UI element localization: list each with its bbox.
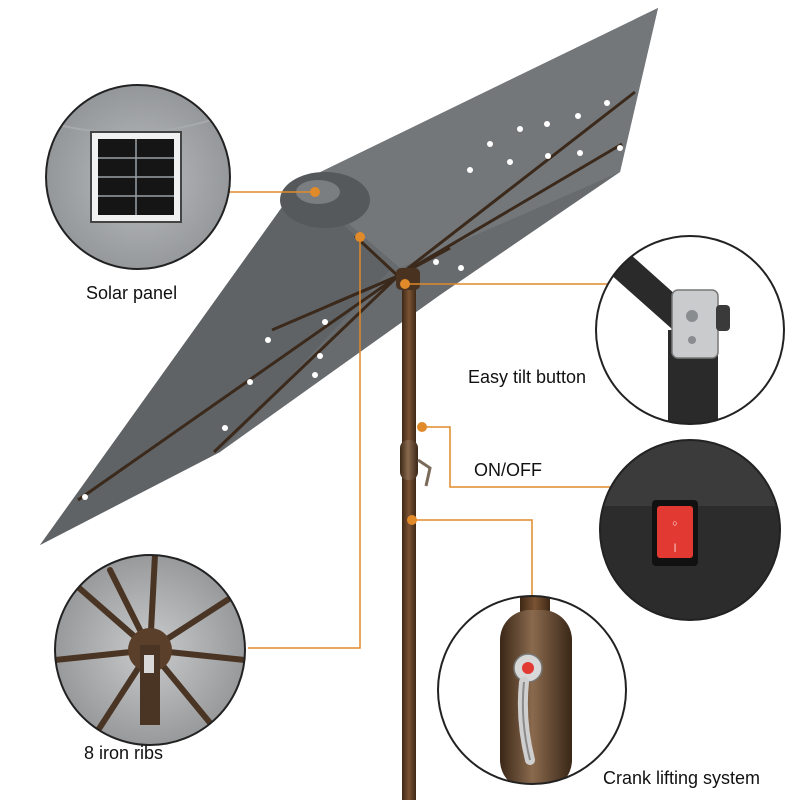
crank-inset [437,595,627,785]
ribs-inset [54,554,246,746]
tilt-button-inset [595,235,785,425]
crank-handle-icon [513,653,543,765]
svg-text:○: ○ [672,518,677,528]
ribs-label: 8 iron ribs [84,743,164,763]
solar-panel-label: Solar panel [86,283,178,303]
svg-text:|: | [674,542,676,552]
leader-dots [310,187,427,525]
switch-inset: ○ | [599,439,781,621]
solar-panel-icon [90,131,182,223]
leader-lines [222,191,610,649]
umbrella-pole [396,268,432,800]
tilt-button-label: Easy tilt button [468,367,587,387]
crank-label: Crank lifting system [603,768,761,788]
on-off-label: ON/OFF [474,460,542,480]
power-switch-icon [657,506,693,558]
solar-panel-inset [45,84,231,270]
umbrella-canopy [40,8,658,545]
led-lights [82,100,623,500]
